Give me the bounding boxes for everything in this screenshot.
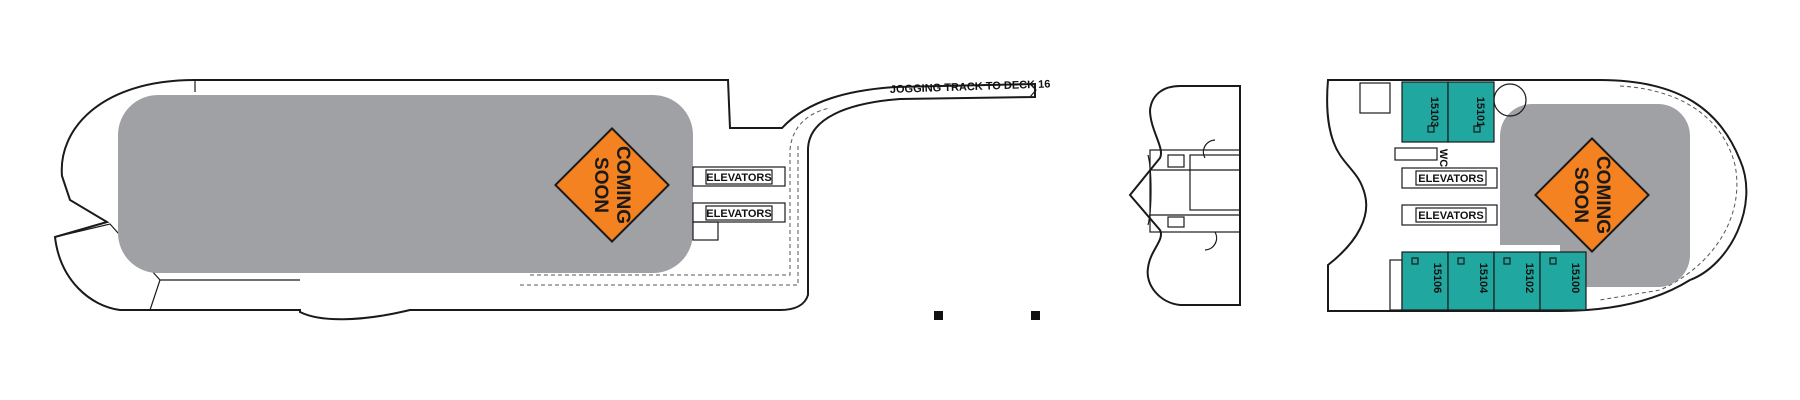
cabin-number: 15103 [1428,97,1440,128]
elevator-bank-forward: ELEVATORS ELEVATORS [692,166,786,241]
stair-icon [1167,216,1185,228]
cabin-number: 15102 [1523,263,1535,294]
coming-soon-diamond [1534,137,1650,253]
aft-railing-dashed [1599,85,1738,301]
midship-hull-outline [1128,85,1241,306]
marker [934,311,943,320]
wc-label: WC [1437,149,1449,167]
coming-soon-area-forward [118,95,693,273]
spiral-stair-icon [1204,231,1218,251]
coming-soon-line2: SOON [590,157,611,213]
cabin-marker [1427,125,1435,133]
cabin-marker [1473,125,1481,133]
cabin-marker [1411,257,1419,265]
stair-block [692,221,719,241]
coming-soon-diamond [554,127,670,243]
coming-soon-line1: COMING [612,146,633,224]
walkway-dashed [530,107,831,276]
spiral-stair-icon [1202,139,1216,159]
elevator-block [692,166,786,187]
elevator-label-box [1415,207,1487,223]
cabin-number: 15104 [1477,263,1489,294]
elevators-label: ELEVATORS [1418,210,1483,222]
jogging-track-label: JOGGING TRACK TO DECK 16 [890,78,1051,96]
aft-spiral-stair [1359,82,1391,114]
cabin-row-top: 15103 15101 [1401,81,1495,143]
cabin[interactable] [1401,81,1449,143]
midship-section [1128,85,1241,306]
cabin-number: 15101 [1474,97,1486,128]
midship-room [1189,154,1241,211]
elevators-label: ELEVATORS [706,172,771,184]
cabin[interactable] [1447,81,1495,143]
elevators-label: ELEVATORS [1418,173,1483,185]
coming-soon-line2: SOON [1570,167,1591,223]
jogging-track-arrow [1029,83,1037,98]
elevator-label-box [705,169,773,185]
marker [1031,311,1040,320]
cabin[interactable] [1493,251,1541,311]
wc-box [1394,147,1438,161]
coming-soon-sign-forward: COMING SOON [554,127,670,243]
elevator-block [1401,204,1498,226]
elevator-label-box [1415,170,1487,186]
cabin-number: 15106 [1431,263,1443,294]
elevator-block [692,202,786,223]
cabin-number: 15100 [1569,263,1581,294]
cabin-row-bottom: 15106 15104 15102 15100 [1401,251,1587,311]
elevator-block [1401,167,1498,189]
walkway-dashed-outer [520,145,799,286]
midship-inner-curve [1147,154,1152,226]
elevator-label-box [705,205,773,221]
forward-section: COMING SOON ELEVATORS ELEVATORS JOGGING … [53,78,1051,321]
elevators-label: ELEVATORS [706,208,771,220]
cabin[interactable] [1539,251,1587,311]
aft-section: COMING SOON WC ELEVATORS ELEVATORS 15103… [1326,79,1748,312]
stair-icon [1167,154,1185,168]
cabin-marker [1503,257,1511,265]
cabin-marker [1549,257,1557,265]
coming-soon-line1: COMING [1592,156,1613,234]
coming-soon-sign-aft: COMING SOON [1534,137,1650,253]
cabin-marker [1457,257,1465,265]
